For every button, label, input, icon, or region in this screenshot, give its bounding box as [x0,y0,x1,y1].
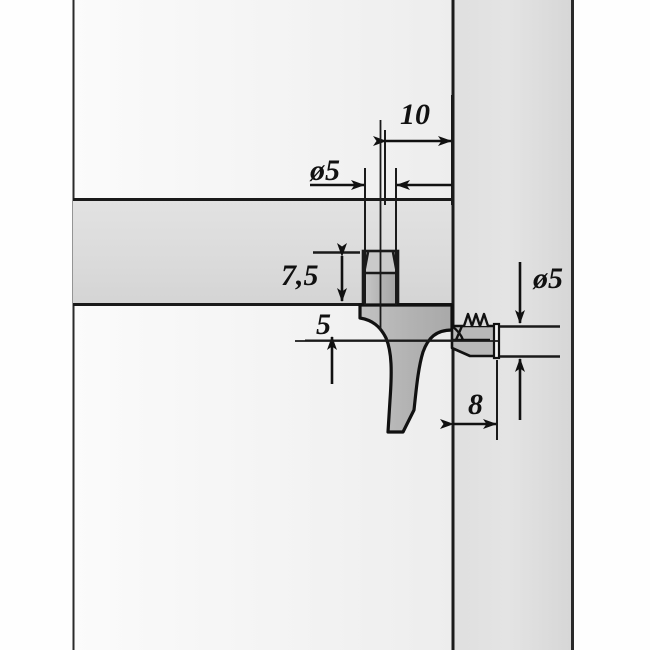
dimension-dia5-top-left: ø5 [309,154,452,305]
dimension-dia5-right: ø5 [500,262,563,420]
dimension-8-label: 8 [468,388,483,421]
dimension-10: 10 [373,95,453,205]
dimension-dia5-right-label: ø5 [532,262,563,295]
dimension-5-label: 5 [316,308,331,341]
dimension-10-label: 10 [400,98,430,131]
dimension-7-5: 7,5 [281,243,360,302]
dimension-dia5-top-left-label: ø5 [309,154,340,187]
dimension-7-5-label: 7,5 [281,259,319,292]
axis-reference-lines [295,120,500,342]
dimension-8: 8 [440,360,498,440]
